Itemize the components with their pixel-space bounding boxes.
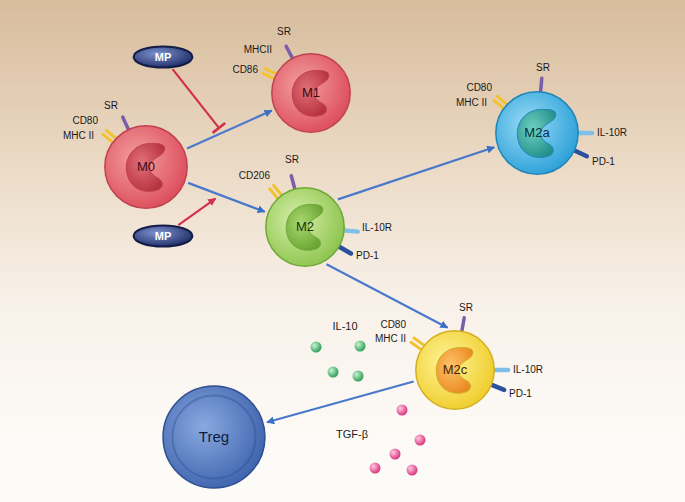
m2c-cell: M2c (415, 330, 495, 410)
receptor-label: SR (285, 154, 299, 166)
cell-label: M2c (443, 363, 468, 378)
cell-label: M0 (137, 160, 155, 175)
inhibition-line (173, 69, 219, 128)
cell-label: M2 (296, 220, 314, 235)
receptor-marks (103, 46, 592, 390)
differentiation-arrow (327, 264, 448, 327)
receptor-label: MHC II (456, 97, 487, 109)
mp-oval: MP (133, 225, 193, 247)
m0-cell: M0 (104, 125, 188, 209)
receptor-label: PD-1 (509, 388, 532, 400)
m1-cell: M1 (271, 53, 351, 133)
differentiation-arrow (188, 183, 265, 212)
receptor-label: CD206 (239, 170, 270, 182)
receptor-label: IL-10R (362, 222, 392, 234)
receptor-label: MHCII (244, 44, 272, 56)
differentiation-arrow (267, 382, 414, 423)
cell-label: M2a (524, 126, 549, 141)
m2a-cell: M2a (495, 91, 579, 175)
receptor-label: PD-1 (356, 250, 379, 262)
receptor-label: CD80 (72, 115, 98, 127)
promotion-arrow (178, 199, 215, 226)
receptor-label: MHC II (63, 130, 94, 142)
receptor-label: PD-1 (592, 156, 615, 168)
differentiation-arrow (338, 147, 494, 199)
receptor-label: CD80 (466, 82, 492, 94)
cell-label: MP (155, 51, 172, 64)
treg-cell: Treg (162, 385, 266, 489)
cytokine-label: TGF-β (336, 428, 368, 440)
mp-oval: MP (133, 46, 193, 68)
receptor-label: SR (536, 62, 550, 74)
cytokine-label: IL-10 (332, 320, 357, 332)
receptor-label: CD86 (232, 64, 258, 76)
receptor-label: IL-10R (513, 364, 543, 376)
il10-molecules (311, 341, 366, 382)
cell-label: M1 (302, 86, 320, 101)
receptor-label: SR (277, 26, 291, 38)
cell-label: Treg (199, 428, 229, 445)
receptor-label: IL-10R (597, 127, 627, 139)
receptor-label: CD80 (380, 319, 406, 331)
tgfb-molecules (370, 405, 426, 476)
cell-label: MP (155, 230, 172, 243)
receptor-label: MHC II (375, 333, 406, 345)
m2-cell: M2 (265, 187, 345, 267)
receptor-label: SR (104, 100, 118, 112)
differentiation-arrow (187, 111, 272, 149)
receptor-label: SR (459, 302, 473, 314)
inhibition-bar (213, 123, 226, 133)
